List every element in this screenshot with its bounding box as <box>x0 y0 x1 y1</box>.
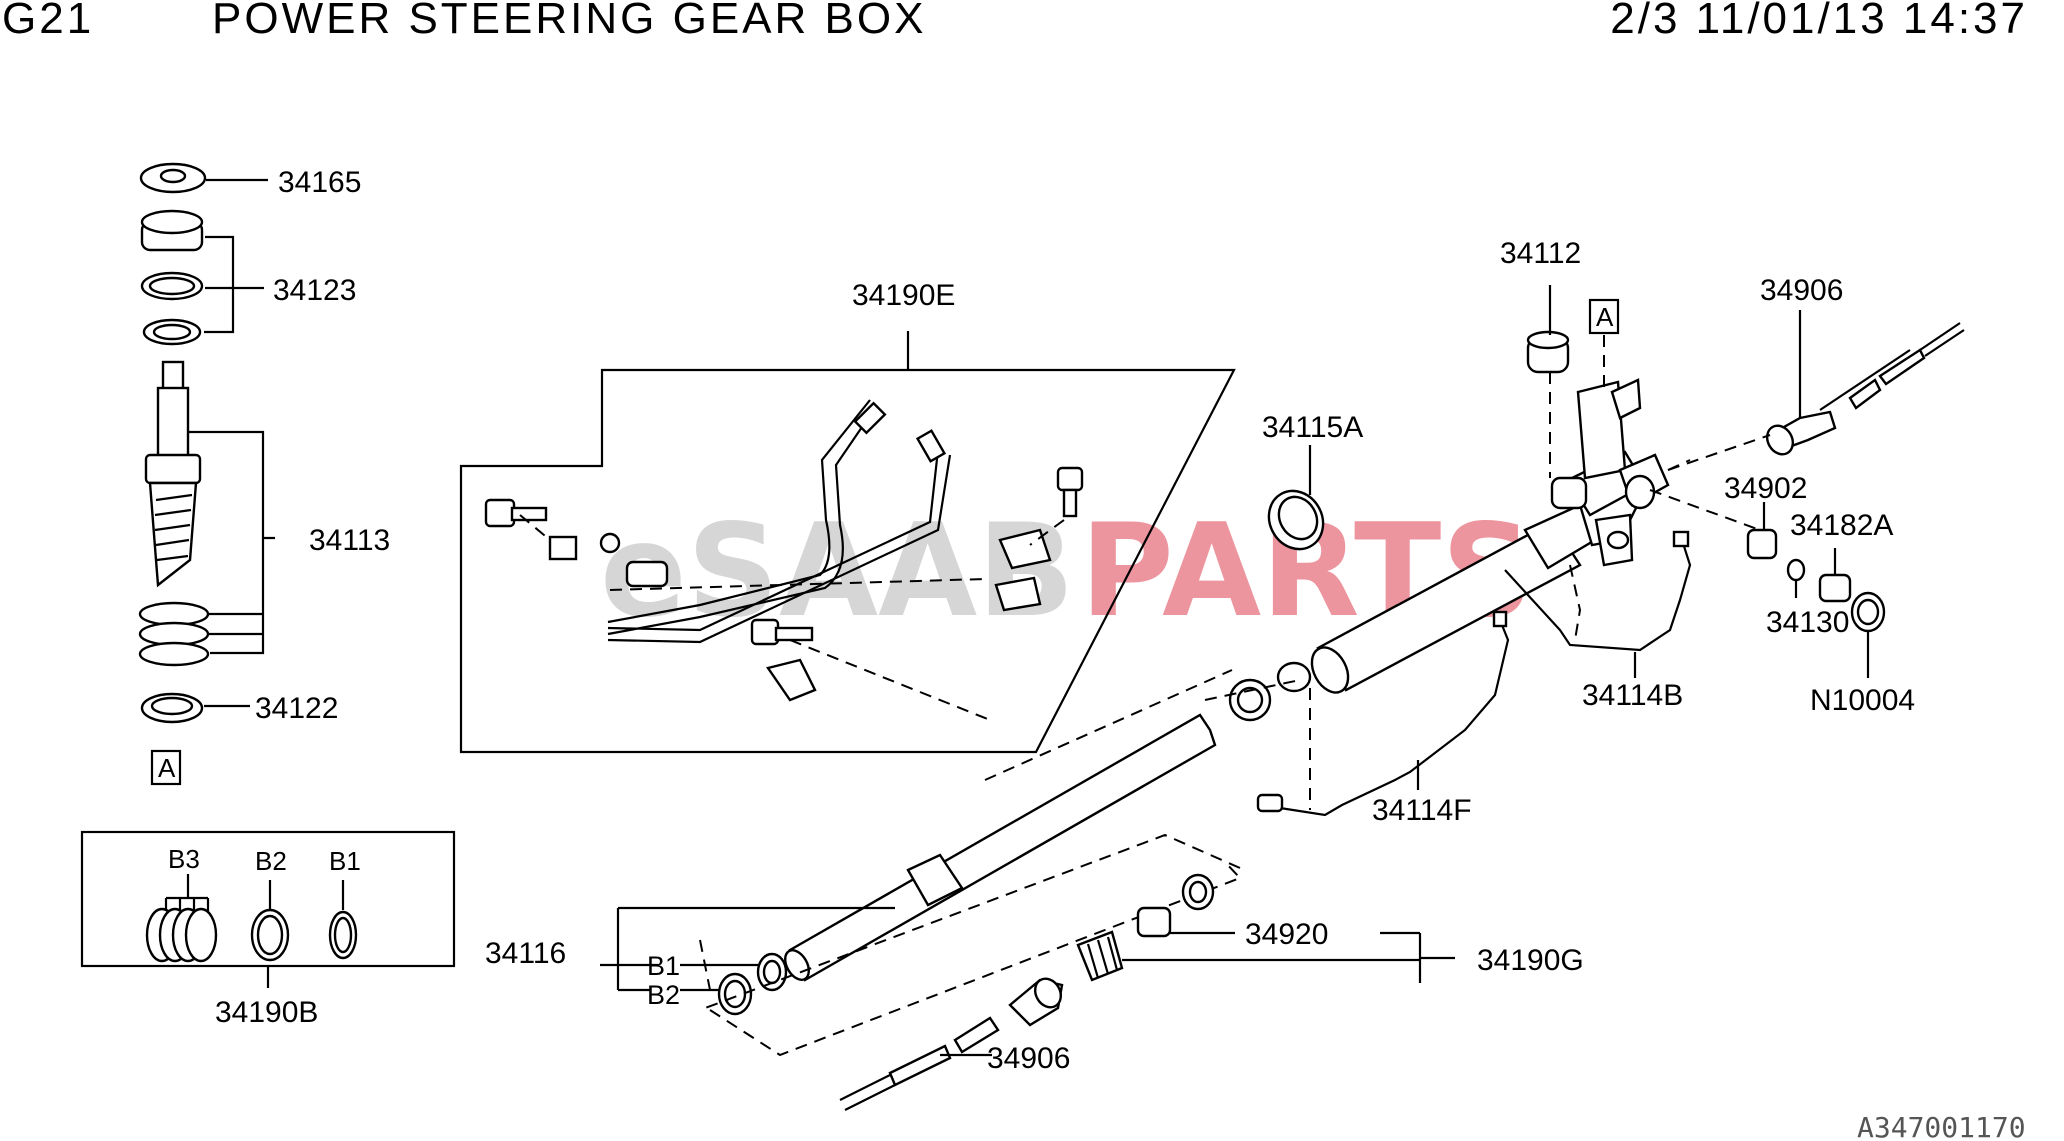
left-bracket-34116 <box>600 906 895 1016</box>
banjo-bolt-1 <box>484 498 516 528</box>
ref-box-a-right <box>1588 298 1620 335</box>
small-parts-right <box>1746 502 1886 678</box>
callout-34182a: 34182A <box>1790 509 1893 542</box>
part-34902[interactable] <box>1746 528 1778 560</box>
callout-34190e: 34190E <box>852 279 955 312</box>
inner-tie-rod-kit <box>1076 873 1455 983</box>
callout-34122: 34122 <box>255 692 338 725</box>
callout-n10004: N10004 <box>1810 684 1915 717</box>
hose-fitting-2 <box>915 429 947 463</box>
callout-b2: B2 <box>647 980 680 1010</box>
bolt-top <box>1056 466 1084 492</box>
callout-34114b: 34114B <box>1582 679 1683 712</box>
part-34113-ring-3 <box>138 641 210 667</box>
hose-4 <box>607 454 952 644</box>
rack-housing <box>1310 378 1761 694</box>
fitting-block <box>625 560 669 588</box>
washer-small <box>599 532 621 554</box>
hose-fitting-1 <box>853 401 887 435</box>
part-34115a[interactable] <box>1258 445 1333 559</box>
diagram-title: POWER STEERING GEAR BOX <box>212 0 927 43</box>
pinion-stack <box>138 162 210 724</box>
callout-34123: 34123 <box>273 274 356 307</box>
inner-kit-outline <box>699 833 1242 1057</box>
group-code: G21 <box>2 0 95 43</box>
pipe-34114f-line <box>1279 619 1510 817</box>
mount-boss-left <box>1550 476 1588 510</box>
callout-34906-top: 34906 <box>1760 274 1843 307</box>
hose-kit-34190e <box>459 331 1236 754</box>
callout-34114f: 34114F <box>1372 794 1472 827</box>
left-leaders <box>189 178 275 708</box>
part-34122-inner <box>150 696 194 716</box>
callout-34115a: 34115A <box>1262 411 1363 444</box>
rack-bar[interactable] <box>788 713 1217 982</box>
rack-bushing <box>1276 661 1312 693</box>
drawing-code: A347001170 <box>1857 1111 2026 1141</box>
rack-assembly <box>699 661 1312 991</box>
callout-34902: 34902 <box>1724 472 1807 505</box>
part-34113-ring-1 <box>138 601 210 627</box>
part-34112[interactable] <box>1526 285 1570 478</box>
callout-34116: 34116 <box>485 937 566 970</box>
callout-34190g: 34190G <box>1477 944 1584 977</box>
ref-a-right-label: A <box>1596 302 1614 332</box>
page-date-stamp: 2/3 11/01/13 14:37 <box>1610 0 2028 43</box>
tie-rod-thread-bottom <box>888 1044 952 1087</box>
tie-rod-thread-top <box>1878 348 1926 386</box>
inset-label-b1: B1 <box>329 846 361 876</box>
part-34113-teeth <box>154 493 193 562</box>
ref-a-left-label: A <box>158 753 176 783</box>
hose-3 <box>607 449 940 632</box>
part-34113-shaft[interactable] <box>156 386 190 460</box>
callout-34113: 34113 <box>309 524 390 557</box>
callout-34906-bottom: 34906 <box>987 1042 1070 1075</box>
boot-34190g[interactable] <box>1076 930 1124 982</box>
part-34123-seal-inner <box>148 276 196 296</box>
inset-label-b3: B3 <box>168 844 200 874</box>
ref-box-a-left <box>150 749 182 786</box>
part-34113-collar <box>144 453 202 485</box>
callout-b1: B1 <box>647 951 680 981</box>
pinion-tower-port <box>1610 378 1642 420</box>
part-34113-ring-2 <box>138 621 210 647</box>
banjo-bolt-2 <box>750 618 780 646</box>
hose-1 <box>607 399 871 624</box>
diagram-header: G21 POWER STEERING GEAR BOX 2/3 11/01/13… <box>0 0 2064 44</box>
part-34123-nut-top <box>140 209 204 235</box>
callout-34920: 34920 <box>1245 918 1328 951</box>
callout-34130: 34130 <box>1766 606 1849 639</box>
pipe-34114b-line <box>1504 539 1692 652</box>
tie-rod-bottom[interactable] <box>839 974 1066 1111</box>
part-34920[interactable] <box>1136 906 1172 938</box>
clip-1 <box>548 535 578 561</box>
callout-34190b: 34190B <box>215 996 318 1029</box>
hose-kit-frame <box>459 368 1236 754</box>
inset-34190b: B3 B2 B1 <box>80 830 456 988</box>
inset-ring-b3-4 <box>184 907 218 963</box>
part-34182a[interactable] <box>1818 573 1852 603</box>
pipe-34114f[interactable] <box>1256 610 1510 817</box>
part-34123-washer-inner <box>152 323 192 341</box>
callout-34165: 34165 <box>278 166 361 199</box>
callout-34112: 34112 <box>1500 237 1581 270</box>
bracket-2 <box>998 528 1052 570</box>
tie-rod-top[interactable] <box>1667 310 1965 471</box>
inset-label-b2: B2 <box>255 846 287 876</box>
bracket-3 <box>994 576 1042 612</box>
part-34165-hole <box>159 168 187 184</box>
part-34130[interactable] <box>1786 558 1806 582</box>
bracket-1 <box>766 658 817 702</box>
rack-collar <box>906 853 964 907</box>
pipe-34114b[interactable] <box>1504 530 1692 678</box>
